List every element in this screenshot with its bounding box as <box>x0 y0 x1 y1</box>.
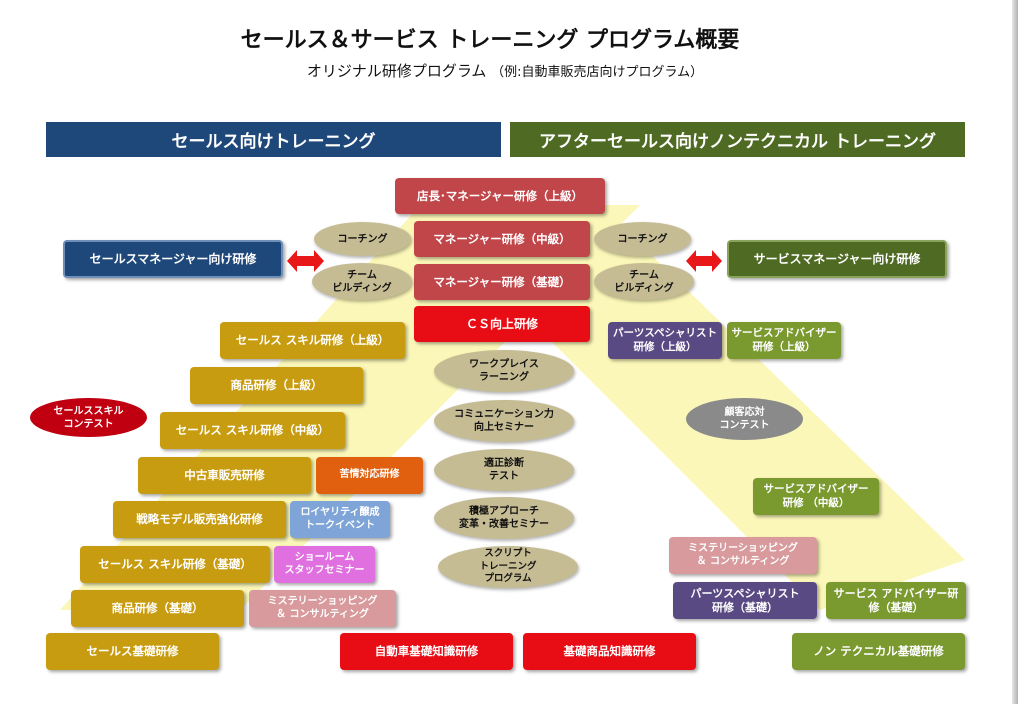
car-basic-knowledge: 自動車基礎知識研修 <box>340 633 513 670</box>
complaint-training: 苦情対応研修 <box>316 457 423 494</box>
strategy-model-training: 戦略モデル販売強化研修 <box>113 501 286 538</box>
sales-basic-training: セールス基礎研修 <box>46 633 219 670</box>
script-training: スクリプト トレーニング プログラム <box>438 546 578 588</box>
sales-skill-mid: セールス スキル研修（中級） <box>160 412 345 449</box>
right-double-arrow <box>686 250 722 272</box>
customer-service-contest: 顧客応対 コンテスト <box>686 398 803 440</box>
service-manager-training: サービスマネージャー向け研修 <box>727 240 947 278</box>
cs-training: ＣＳ向上研修 <box>414 306 590 342</box>
parts-specialist-basic: パーツスペシャリスト 研修（基礎） <box>673 582 817 619</box>
mystery-shopping-right: ミステリーショッピング ＆ コンサルティング <box>669 537 817 574</box>
manager-mid-training: マネージャー研修（中級） <box>414 221 590 257</box>
team-building-right: チーム ビルディング <box>594 263 694 300</box>
aftersales-band: アフターセールス向けノンテクニカル トレーニング <box>510 122 965 157</box>
workplace-learning: ワークプレイス ラーニング <box>434 350 574 392</box>
approach-seminar: 積極アプローチ 変革・改善セミナー <box>434 497 574 539</box>
service-advisor-advanced: サービスアドバイザー 研修（上級） <box>727 322 841 359</box>
team-building-left: チーム ビルディング <box>312 263 412 300</box>
store-manager-training: 店長･マネージャー研修（上級） <box>395 178 605 214</box>
service-advisor-mid: サービスアドバイザー 研修 （中級） <box>753 478 879 515</box>
sales-skill-contest: セールススキル コンテスト <box>30 398 147 437</box>
parts-specialist-advanced: パーツスペシャリスト 研修（上級） <box>608 322 722 359</box>
page-title: セールス＆サービス トレーニング プログラム概要 <box>240 28 740 53</box>
nontechnical-basic-training: ノン テクニカル基礎研修 <box>792 633 965 670</box>
subtitle-main: オリジナル研修プログラム <box>306 62 487 80</box>
aptitude-test: 適正診断 テスト <box>434 449 574 491</box>
coaching-right: コーチング <box>594 222 691 256</box>
communication-seminar: コミュニケーション力 向上セミナー <box>434 400 574 442</box>
left-double-arrow <box>287 250 324 272</box>
product-training-basic: 商品研修（基礎） <box>71 590 244 627</box>
right-edge-bar <box>1012 0 1018 704</box>
subtitle-note: （例:自動車販売店向けプログラム） <box>491 65 704 80</box>
product-training-advanced: 商品研修（上級） <box>190 367 363 404</box>
coaching-left: コーチング <box>314 222 411 256</box>
sales-manager-training: セールスマネージャー向け研修 <box>63 240 283 278</box>
used-car-training: 中古車販売研修 <box>138 457 311 494</box>
product-basic-knowledge: 基礎商品知識研修 <box>523 633 696 670</box>
service-advisor-basic: サービス アドバイザー研 修（基礎） <box>826 582 966 619</box>
mystery-shopping-left: ミステリーショッピング ＆ コンサルティング <box>249 590 396 627</box>
sales-skill-basic: セールス スキル研修（基礎） <box>80 546 270 583</box>
sales-skill-advanced: セールス スキル研修（上級） <box>220 322 405 359</box>
loyalty-talk-event: ロイヤリティ醸成 トークイベント <box>290 501 390 538</box>
sales-band: セールス向けトレーニング <box>46 122 501 157</box>
page-subtitle: オリジナル研修プログラム （例:自動車販売店向けプログラム） <box>0 60 1010 81</box>
showroom-staff-seminar: ショールーム スタッフセミナー <box>274 546 375 583</box>
manager-basic-training: マネージャー研修（基礎） <box>414 264 590 300</box>
